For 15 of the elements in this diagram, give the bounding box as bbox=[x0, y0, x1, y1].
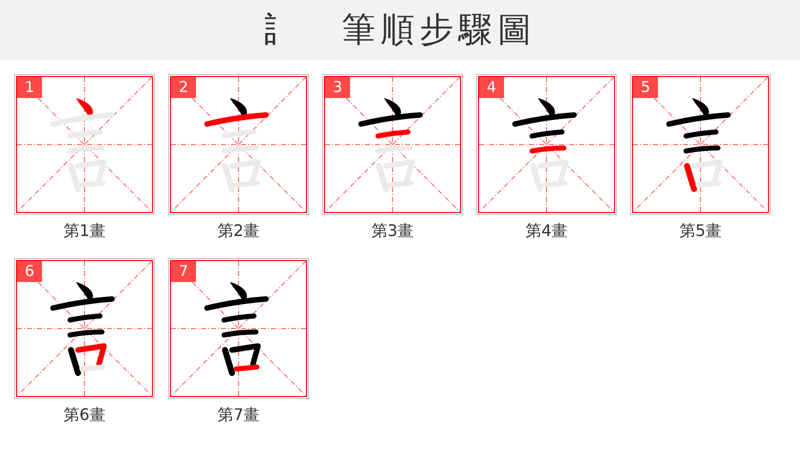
step-caption: 第3畫 bbox=[371, 221, 414, 241]
step-caption: 第6畫 bbox=[63, 405, 106, 425]
step-number-badge: 5 bbox=[633, 77, 658, 98]
step-number-badge: 7 bbox=[171, 261, 196, 282]
step-number-badge: 1 bbox=[17, 77, 42, 98]
step-caption: 第1畫 bbox=[63, 221, 106, 241]
step-number-badge: 3 bbox=[325, 77, 350, 98]
step-caption: 第5畫 bbox=[679, 221, 722, 241]
step-number-badge: 6 bbox=[17, 261, 42, 282]
step-caption: 第2畫 bbox=[217, 221, 260, 241]
step-number-badge: 4 bbox=[479, 77, 504, 98]
step-caption: 第7畫 bbox=[217, 405, 260, 425]
step-caption: 第4畫 bbox=[525, 221, 568, 241]
step-number-badge: 2 bbox=[171, 77, 196, 98]
page-title: 訁 筆順步驟圖 bbox=[264, 9, 536, 51]
